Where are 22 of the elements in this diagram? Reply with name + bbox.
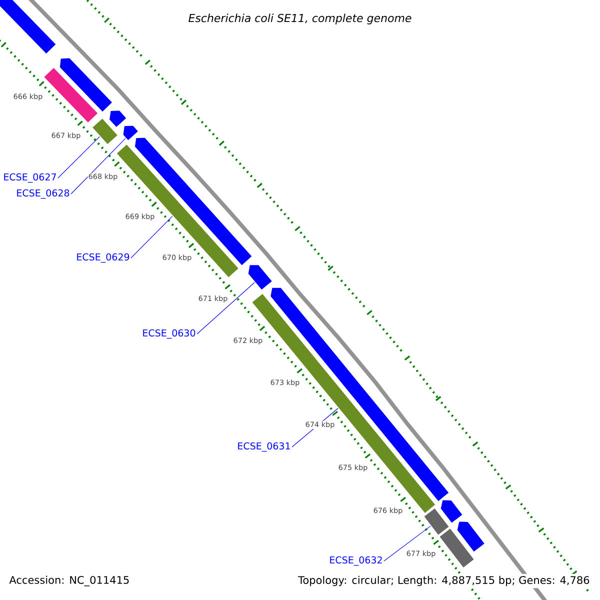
leader-line [58, 136, 100, 178]
accession-text: Accession: NC_011415 [9, 576, 129, 586]
gene-block [247, 264, 273, 291]
gene-label: ECSE_0627 [4, 173, 56, 183]
gene-block [440, 499, 464, 524]
gene-label: ECSE_0630 [143, 329, 196, 339]
gene-label: ECSE_0632 [330, 556, 382, 566]
gene-block [122, 125, 140, 142]
gene-label: ECSE_0629 [77, 253, 130, 263]
leader-line [196, 282, 255, 334]
title: Escherichia coli SE11, complete genome [188, 14, 412, 24]
gene-label: ECSE_0631 [238, 442, 290, 452]
leader-line [70, 138, 126, 194]
gene-block [91, 118, 118, 146]
gene-block [108, 110, 128, 128]
genome-info-text: Topology: circular; Length: 4,887,515 bp; Genes: 4,786 [296, 574, 592, 588]
leader-line [130, 216, 173, 258]
gene-block [456, 520, 486, 553]
gene-block [59, 57, 114, 113]
gene-block [423, 507, 450, 536]
leader-line [384, 526, 431, 562]
gene-label: ECSE_0628 [17, 189, 70, 199]
